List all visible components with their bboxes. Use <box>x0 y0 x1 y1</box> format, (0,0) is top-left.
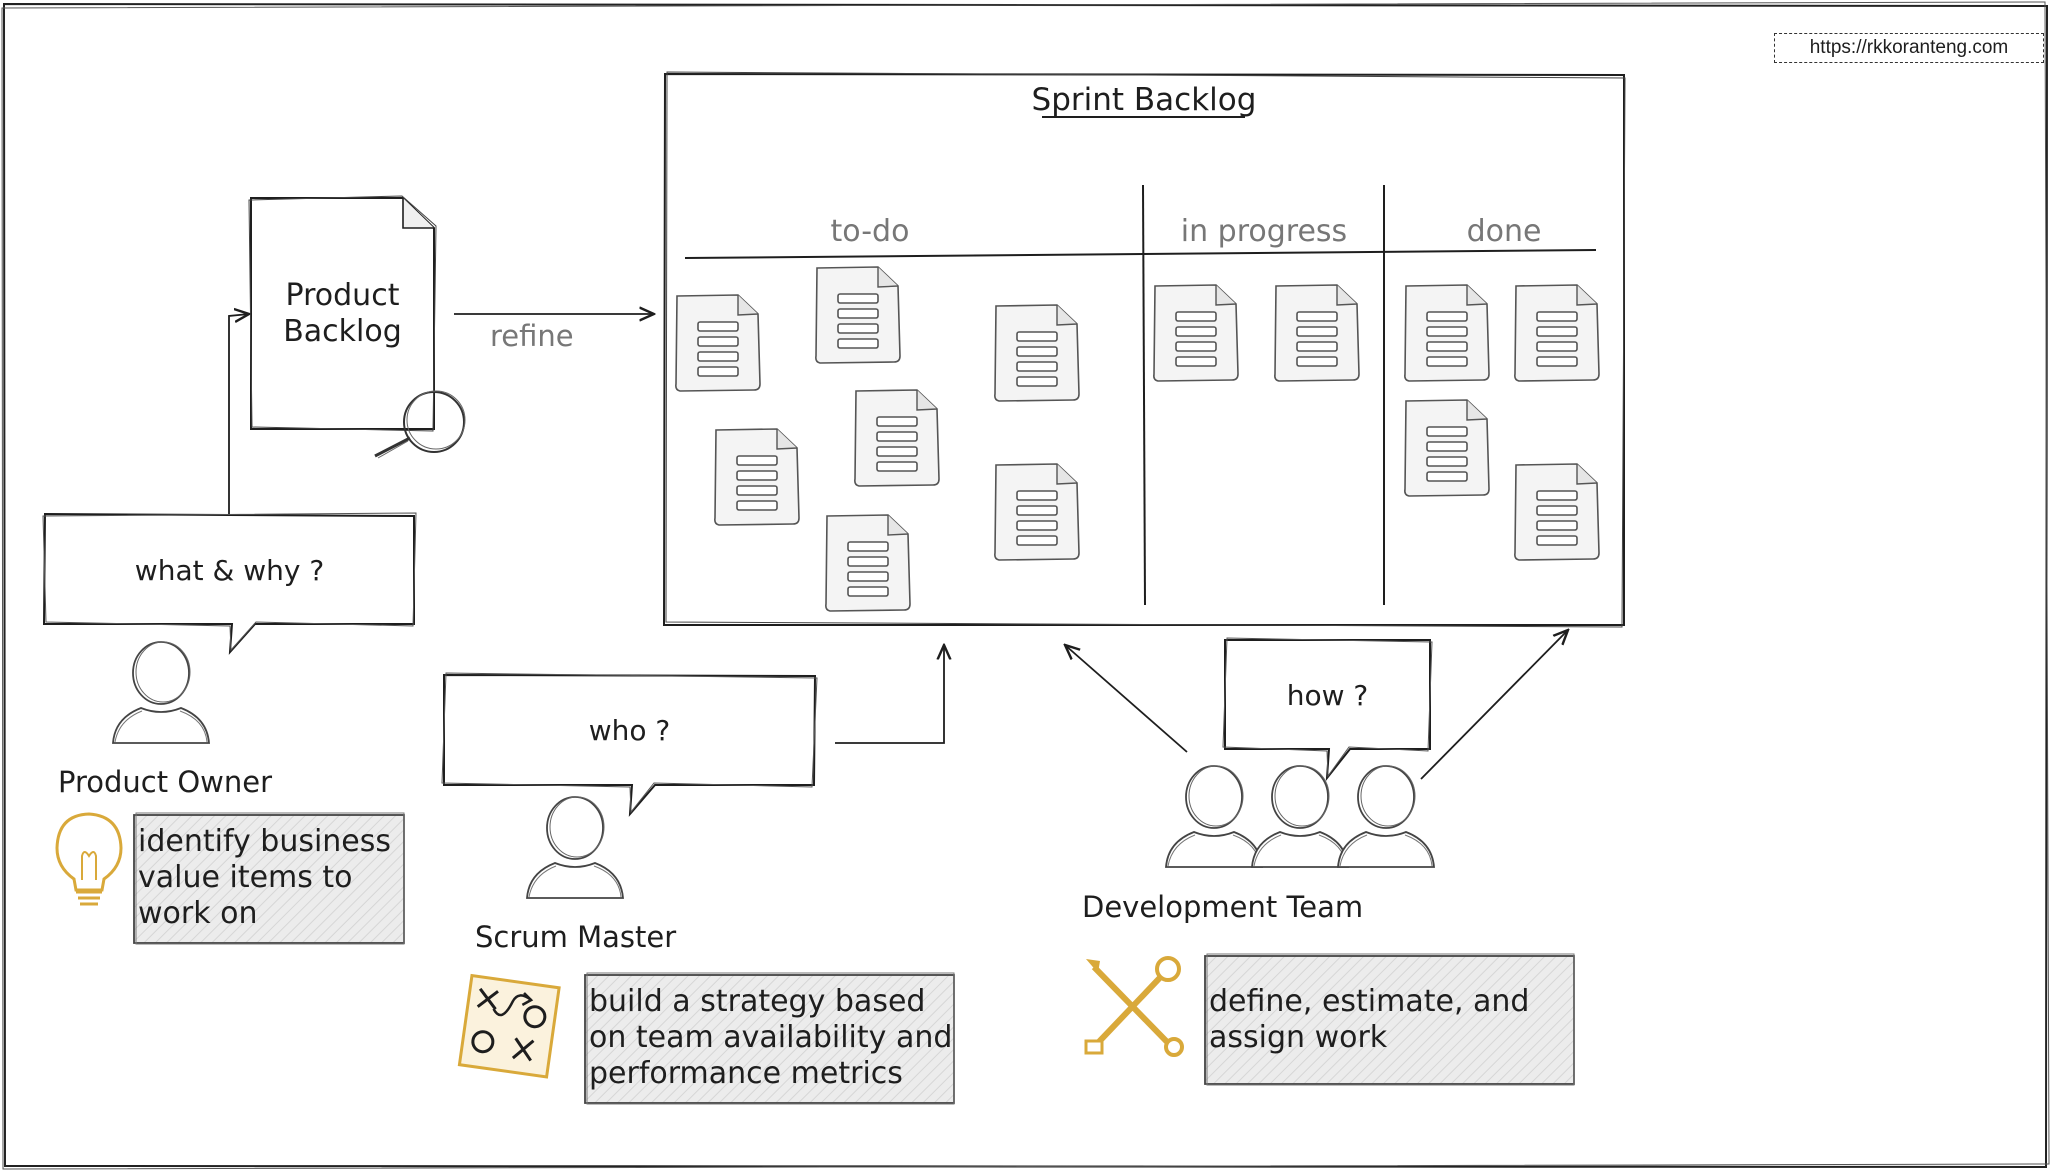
developer-avatar <box>1251 765 1349 868</box>
magnifier-icon <box>374 390 466 459</box>
url-label[interactable]: https://rkkoranteng.com <box>1774 33 2044 63</box>
in-progress-cards <box>1153 284 1360 382</box>
done-card <box>1514 463 1600 561</box>
done-card <box>1514 284 1600 382</box>
scrum-master-note-box <box>584 972 955 1105</box>
development-team-note-box <box>1204 953 1575 1086</box>
column-header-done: done <box>1466 214 1542 249</box>
development-team-arrow-right <box>1420 630 1568 780</box>
done-card <box>1404 284 1490 382</box>
todo-card <box>714 428 800 526</box>
todo-card <box>994 463 1080 561</box>
done-cards <box>1404 284 1600 561</box>
todo-cards <box>675 266 1080 612</box>
product-backlog-label-line2: Backlog <box>283 314 402 349</box>
product-owner-note-box <box>133 812 405 945</box>
done-card <box>1404 399 1490 497</box>
product-backlog-document <box>248 195 437 432</box>
development-team-avatars <box>1165 765 1435 868</box>
in-progress-card <box>1153 284 1239 382</box>
todo-card <box>815 266 901 364</box>
development-team-bubble-text: how ? <box>1286 679 1369 712</box>
sprint-backlog-title: Sprint Backlog <box>1031 82 1257 118</box>
development-team-note: define, estimate, and assign work <box>1209 984 1530 1055</box>
todo-card <box>825 514 911 612</box>
developer-avatar <box>1337 765 1435 868</box>
column-header-todo: to-do <box>830 214 910 249</box>
scrum-master-name: Scrum Master <box>475 920 677 954</box>
product-owner-bubble <box>42 512 417 655</box>
todo-card <box>675 294 761 392</box>
developer-avatar <box>1165 765 1263 868</box>
sprint-backlog-board <box>662 71 1626 628</box>
todo-card <box>854 389 940 487</box>
scrum-master-bubble-text: who ? <box>588 714 671 747</box>
product-owner-note: identify business value items to work on <box>138 824 392 931</box>
product-owner-bubble-text: what & why ? <box>134 554 325 587</box>
scrum-master-connector <box>835 645 944 744</box>
product-owner-connector <box>228 314 249 514</box>
product-owner-name: Product Owner <box>58 765 273 799</box>
scrum-master-note: build a strategy based on team availabil… <box>589 984 953 1091</box>
todo-card <box>994 304 1080 402</box>
scrum-master-bubble <box>441 672 818 817</box>
strategy-board-icon <box>457 973 561 1079</box>
development-team-arrow-left <box>1065 645 1188 753</box>
development-team-name: Development Team <box>1082 890 1364 924</box>
lightbulb-icon <box>55 812 123 906</box>
scrum-master-avatar <box>526 796 624 899</box>
product-owner-avatar <box>112 641 210 744</box>
in-progress-card <box>1274 284 1360 382</box>
column-header-in-progress: in progress <box>1180 214 1348 249</box>
refine-label: refine <box>490 319 574 353</box>
development-team-bubble <box>1222 637 1433 782</box>
product-backlog-label-line1: Product <box>285 278 400 313</box>
tools-icon <box>1084 956 1184 1057</box>
